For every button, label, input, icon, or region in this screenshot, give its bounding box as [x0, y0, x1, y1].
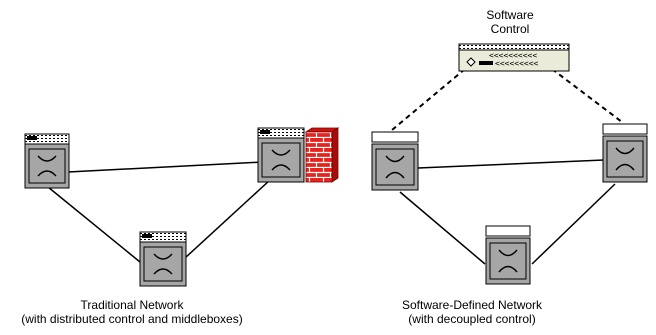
controller-icon: <<<<<<<<< <<<<<<<<<<	[458, 43, 570, 72]
firewall-icon	[304, 127, 340, 183]
controller-label: Software Control	[470, 8, 550, 36]
link-left-right	[67, 161, 264, 173]
traditional-caption-title: Traditional Network	[80, 298, 184, 312]
traditional-links	[47, 161, 271, 263]
traditional-caption: Traditional Network (with distributed co…	[0, 298, 264, 326]
control-link-left	[391, 68, 466, 131]
sdn-links	[399, 159, 616, 265]
control-links	[391, 68, 623, 131]
traditional-caption-subtitle: (with distributed control and middleboxe…	[21, 312, 243, 326]
traditional-switch-bottom	[139, 231, 187, 287]
traditional-switch-right	[257, 127, 305, 183]
sdn-switch-bottom	[485, 225, 531, 285]
sdn-switch-right	[602, 123, 648, 183]
link-left-right	[417, 159, 605, 169]
sdn-caption: Software-Defined Network (with decoupled…	[352, 298, 592, 326]
sdn-caption-title: Software-Defined Network	[401, 298, 543, 312]
svg-text:<<<<<<<<<<: <<<<<<<<<<	[489, 51, 537, 60]
sdn-caption-subtitle: (with decoupled control)	[408, 312, 536, 326]
svg-text:<<<<<<<<<: <<<<<<<<<	[495, 59, 539, 68]
control-link-right	[551, 68, 623, 123]
link-right-bottom	[184, 179, 271, 259]
sdn-switch-left	[371, 131, 419, 191]
traditional-switch-left	[24, 133, 70, 189]
controller-label-line2: Control	[490, 22, 530, 36]
controller-label-line1: Software	[486, 8, 534, 22]
link-right-bottom	[531, 183, 616, 265]
link-left-bottom	[399, 191, 486, 265]
link-left-bottom	[47, 186, 141, 263]
